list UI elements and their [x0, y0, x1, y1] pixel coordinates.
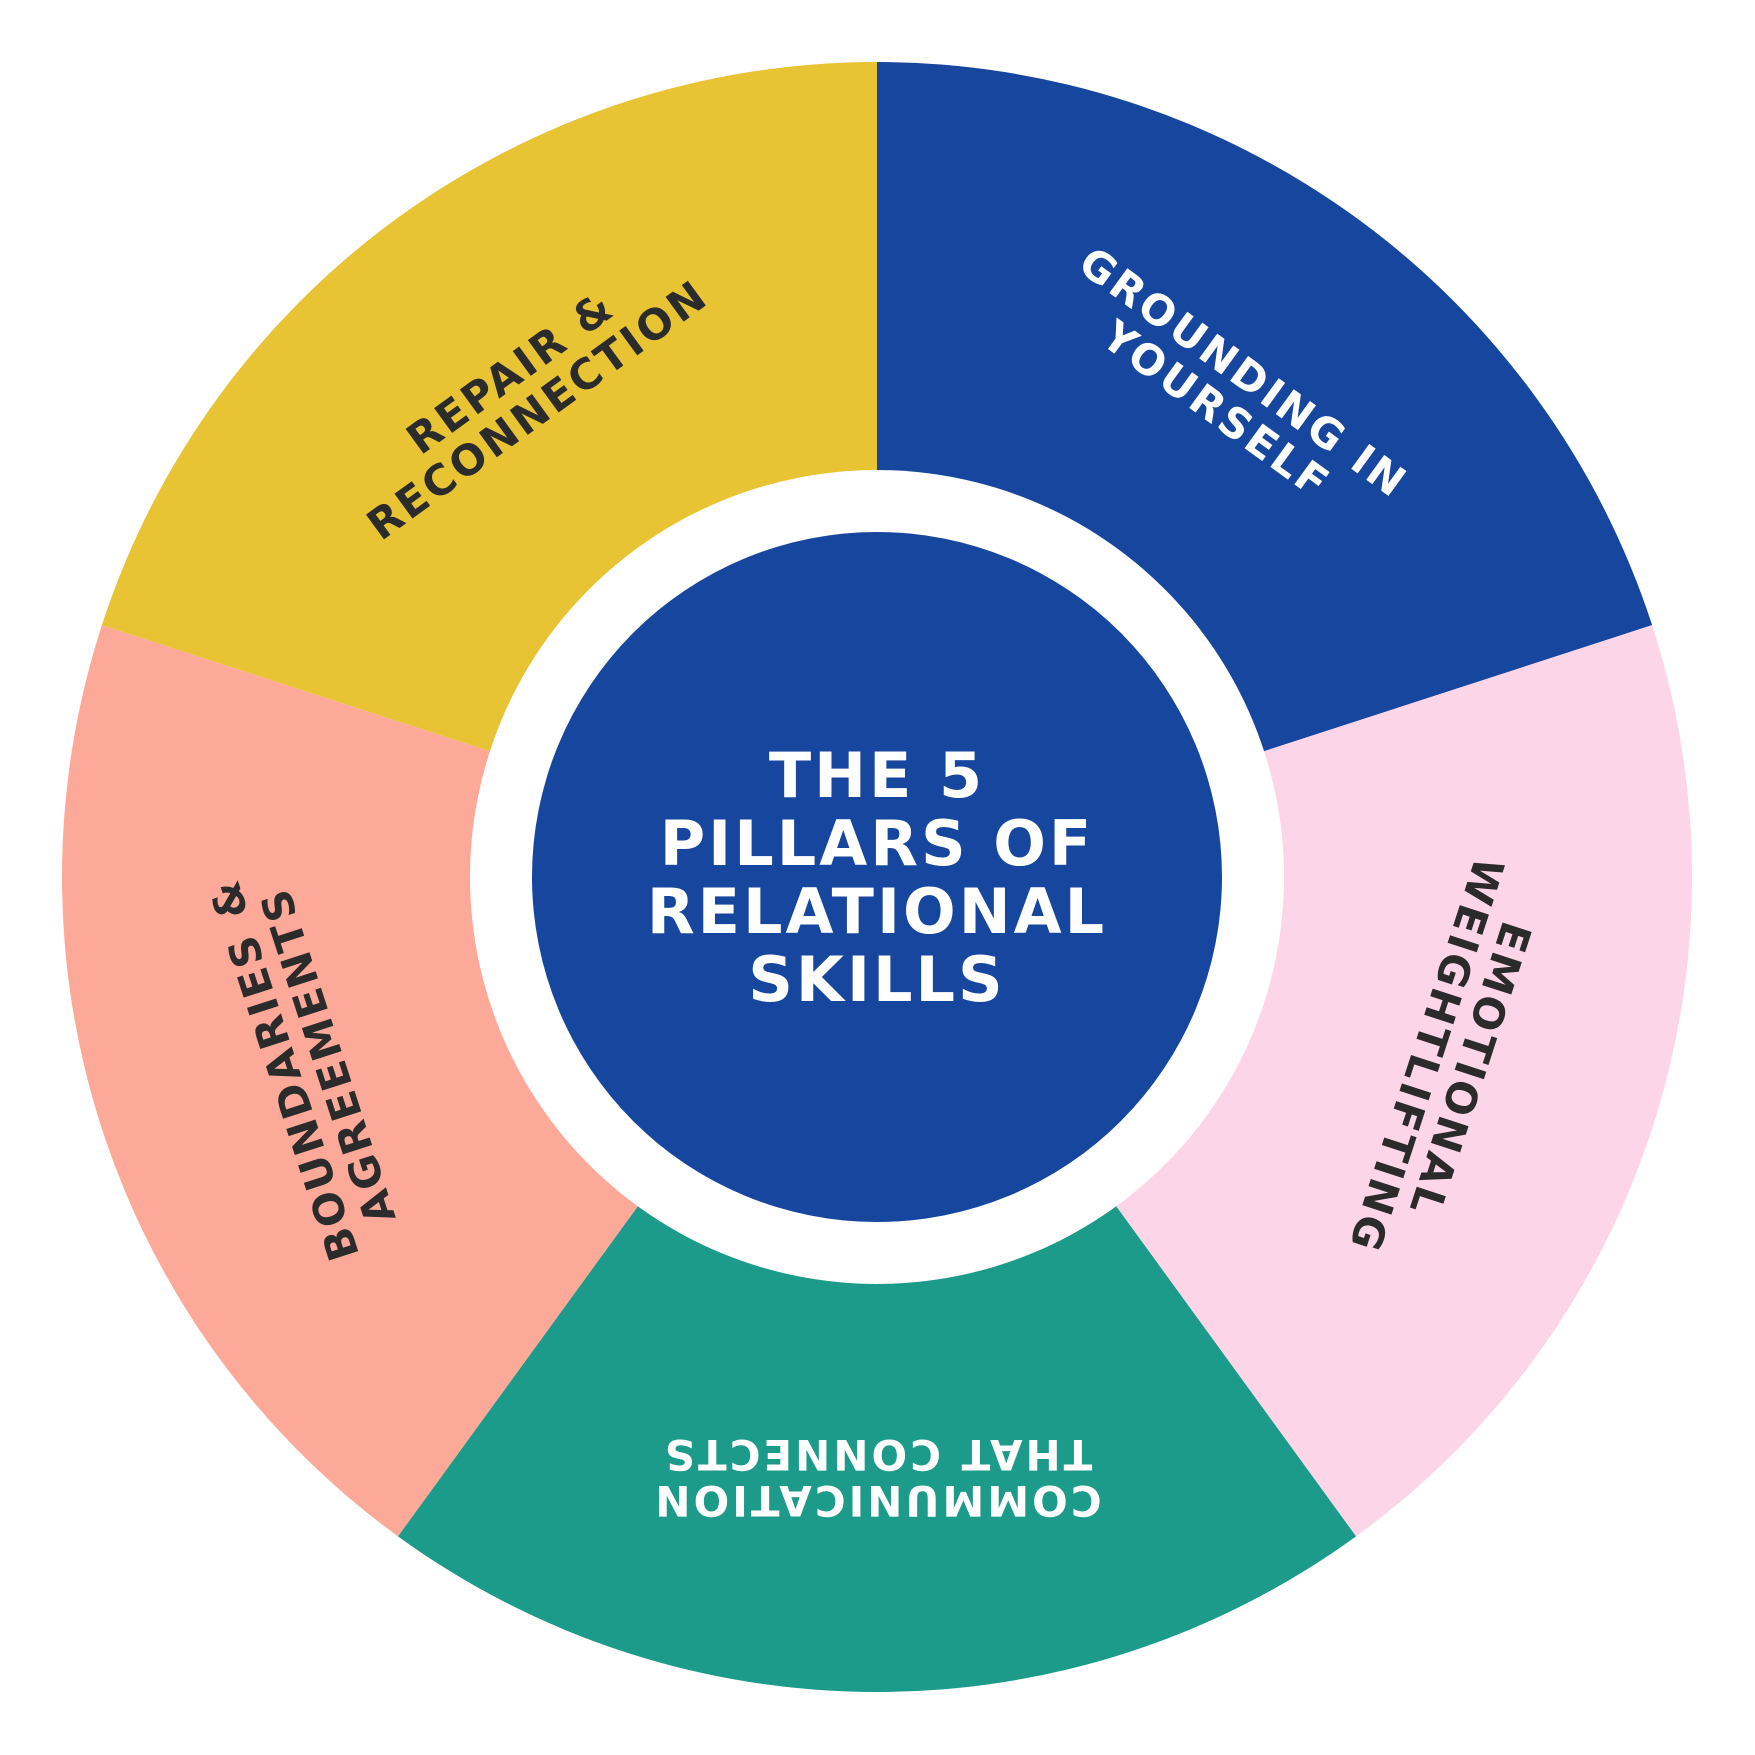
center-title-line: SKILLS	[748, 943, 1005, 1016]
center-title-line: PILLARS OF	[660, 807, 1095, 880]
center-circle	[532, 532, 1222, 1222]
segment-label-communication: COMMUNICATIONTHAT CONNECTS	[652, 1430, 1101, 1525]
segment-label-line: COMMUNICATION	[652, 1476, 1101, 1525]
segment-label-line: THAT CONNECTS	[662, 1430, 1093, 1479]
center-title-line: THE 5	[769, 739, 985, 812]
center-title-line: RELATIONAL	[647, 875, 1107, 948]
segment-communication	[397, 877, 1357, 1692]
segment-label-text: COMMUNICATIONTHAT CONNECTS	[652, 1430, 1101, 1525]
